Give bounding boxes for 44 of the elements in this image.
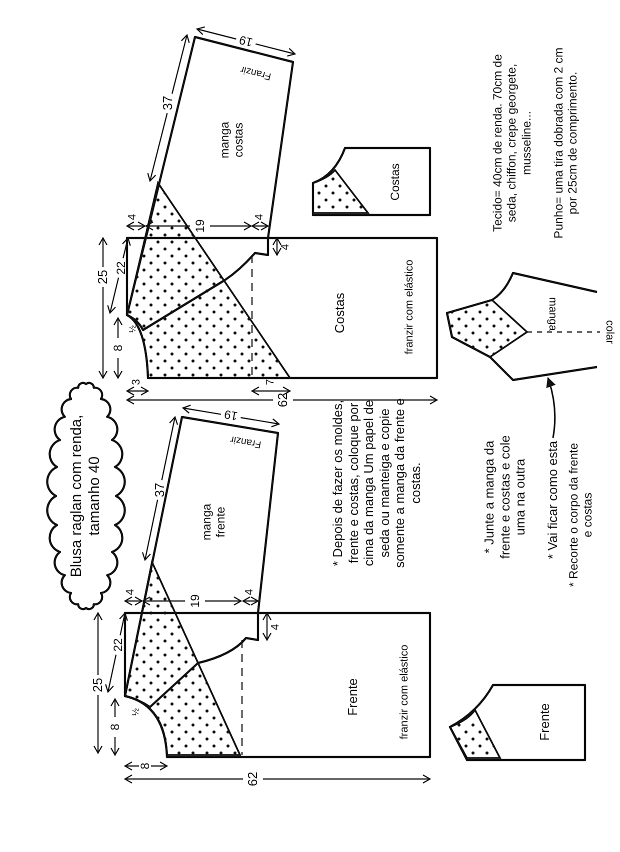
dimension-label: 4: [253, 214, 266, 220]
gather-note: Franzir: [239, 62, 273, 82]
dimension-label: 19: [192, 219, 208, 233]
instruction-note: * Vai ficar como esta: [545, 440, 561, 560]
dimension-label: ½: [130, 708, 142, 716]
piece-label: Costas: [388, 163, 402, 201]
dimension-label: 25: [95, 270, 111, 284]
piece-label: manga costas: [218, 120, 246, 160]
dimension-label: 4: [243, 588, 256, 596]
piece-label: Frente: [345, 678, 361, 716]
gather-note: franzir com elástico: [398, 644, 412, 740]
dimension-label: 4: [126, 214, 140, 220]
dimension-label: 19: [238, 32, 254, 50]
dimension-label: 4: [124, 588, 138, 596]
dimension-label: 19: [223, 406, 239, 424]
dimension-label: 4: [269, 624, 282, 630]
piece-label: manga: [546, 297, 559, 331]
dimension-label: 62: [275, 392, 291, 408]
dimension-label: 19: [188, 594, 202, 608]
instruction-note: * Recorte o corpo da frente e costas: [566, 442, 596, 590]
dimension-label: ½: [128, 325, 138, 333]
dimension-label: 3: [130, 378, 144, 386]
dimension-label: 22: [110, 638, 126, 652]
piece-label: Costas: [332, 292, 348, 334]
dimension-label: 8: [138, 762, 152, 770]
dimension-label: 7: [264, 378, 278, 386]
dimension-label: 22: [114, 261, 128, 275]
piece-label: Frente: [537, 703, 553, 741]
glue-note: colar: [602, 320, 616, 344]
gather-note: Franzir: [230, 432, 262, 450]
dimension-label: 8: [110, 344, 126, 352]
title-text: Blusa raglan com renda, tamanho 40: [68, 414, 104, 580]
instruction-note: Punho= uma tira dobrada com 2 cm por 25cm de comprimento.: [552, 46, 580, 241]
piece-label: manga frente: [200, 502, 228, 542]
gather-note: franzir com elástico: [403, 260, 416, 354]
dimension-label: 8: [108, 724, 122, 730]
instruction-note: Tecido= 40cm de renda. 70cm de seda, chiffon, crepe georgete, musseline...: [490, 53, 534, 234]
dimension-label: 37: [152, 482, 168, 498]
dimension-label: 4: [279, 244, 292, 250]
instruction-note: * Junte a manga da frente e costas e cole uma na outra: [482, 434, 528, 561]
dimension-label: 62: [245, 772, 261, 786]
dimension-label: 25: [90, 678, 106, 692]
arrow: [546, 377, 556, 438]
dimension-label: 37: [160, 96, 176, 110]
